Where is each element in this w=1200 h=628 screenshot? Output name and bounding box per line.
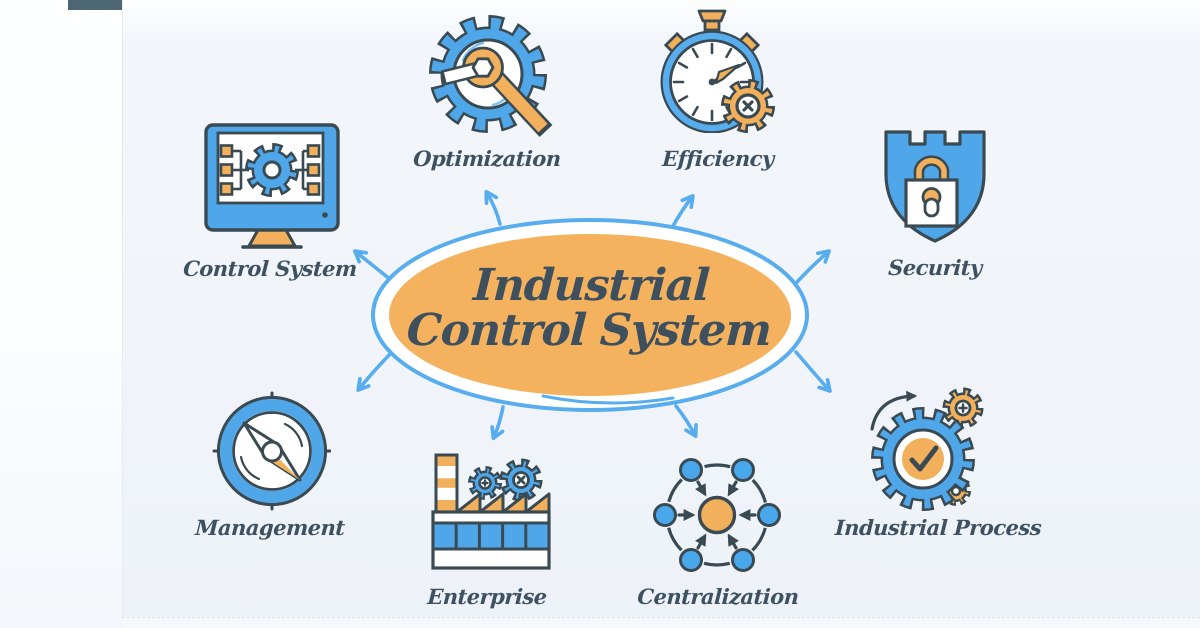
- ellipse-swoosh-accent: [541, 394, 675, 405]
- ellipse-orange-fill: [389, 234, 791, 396]
- gear-checkmark-icon: [870, 387, 984, 511]
- stopwatch-gear-icon: [660, 9, 775, 133]
- label-control-system: Control System: [182, 256, 358, 281]
- left-separator-line: [122, 0, 123, 628]
- bottom-separator-line: [122, 617, 1200, 628]
- center-title-line1: Industrial: [472, 260, 711, 311]
- label-industrial-process: Industrial Process: [834, 515, 1042, 540]
- label-optimization: Optimization: [412, 146, 562, 171]
- center-title: Industrial Control System: [368, 260, 813, 356]
- monitor-flowchart-icon: [204, 123, 340, 249]
- label-enterprise: Enterprise: [426, 584, 548, 609]
- factory-gears-icon: [431, 453, 551, 570]
- hub-spokes-icon: [653, 458, 781, 572]
- center-ellipse-graphic: [353, 189, 832, 441]
- top-dark-bar: [68, 0, 122, 10]
- compass-icon: [212, 391, 331, 511]
- label-centralization: Centralization: [636, 584, 800, 609]
- label-security: Security: [887, 255, 983, 280]
- gear-wrench-icon: [429, 15, 553, 137]
- left-margin-band: [0, 0, 122, 628]
- center-title-line2: Control System: [405, 304, 773, 356]
- label-efficiency: Efficiency: [661, 146, 775, 171]
- label-management: Management: [194, 515, 346, 540]
- shield-padlock-icon: [884, 130, 986, 243]
